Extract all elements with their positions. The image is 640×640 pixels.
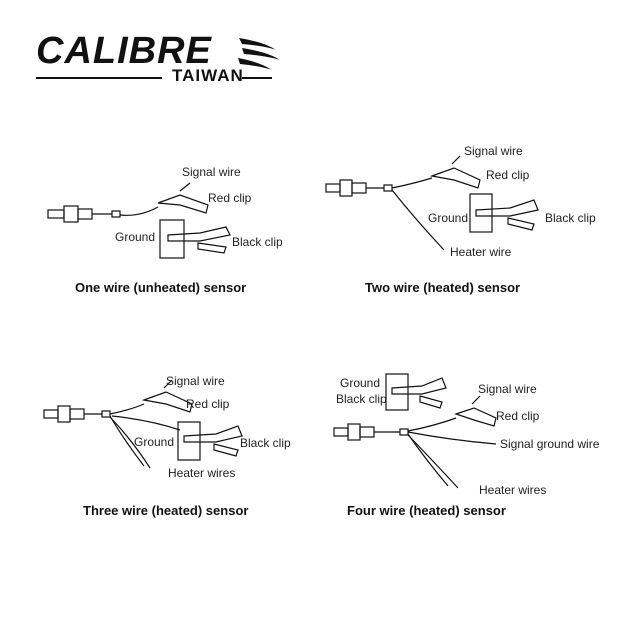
- label-red-clip: Red clip: [208, 191, 252, 205]
- label-signal-ground-wire: Signal ground wire: [500, 437, 600, 451]
- black-clip-icon: [475, 199, 539, 231]
- caption: One wire (unheated) sensor: [75, 280, 247, 295]
- label-black-clip: Black clip: [240, 436, 291, 450]
- ground-wire-line: [111, 415, 181, 431]
- red-clip-icon: [429, 155, 481, 189]
- signal-wire-line: [109, 403, 145, 415]
- four-wire-diagram: [333, 373, 497, 489]
- red-clip-icon: [141, 379, 193, 413]
- red-clip-icon: [157, 182, 209, 214]
- heater-wire-b: [407, 434, 459, 489]
- label-red-clip: Red clip: [496, 409, 540, 423]
- heater-wire-line: [391, 189, 445, 251]
- label-signal-wire: Signal wire: [182, 165, 241, 179]
- ground-plate: [177, 421, 201, 461]
- red-clip-icon: [454, 395, 497, 427]
- sensor-icon: [43, 405, 111, 423]
- caption: Four wire (heated) sensor: [347, 503, 506, 518]
- black-clip-icon: [183, 425, 243, 457]
- panel-two-wire: Signal wire Red clip Ground Black clip H…: [320, 140, 620, 295]
- caption: Three wire (heated) sensor: [83, 503, 249, 518]
- label-ground: Ground: [428, 211, 469, 225]
- three-wire-diagram: [43, 379, 243, 469]
- sensor-icon: [47, 205, 121, 223]
- label-ground: Ground: [134, 435, 175, 449]
- two-wire-diagram: [325, 155, 539, 251]
- ground-plate: [385, 373, 409, 411]
- label-heater-wire: Heater wire: [450, 245, 512, 259]
- label-signal-wire: Signal wire: [478, 382, 537, 396]
- one-wire-diagram: [47, 182, 231, 259]
- label-ground: Ground: [115, 230, 156, 244]
- logo-subtitle: TAIWAN: [172, 66, 244, 85]
- calibre-logo: CALIBRE TAIWAN: [34, 28, 284, 94]
- label-red-clip: Red clip: [486, 168, 530, 182]
- label-black-clip: Black clip: [336, 392, 387, 406]
- label-heater-wires: Heater wires: [479, 483, 547, 497]
- logo-swoosh-icon: [238, 38, 280, 70]
- logo-wordmark: CALIBRE: [36, 30, 212, 72]
- label-black-clip: Black clip: [232, 235, 283, 249]
- sensor-icon: [325, 179, 393, 197]
- label-ground: Ground: [340, 376, 381, 390]
- sensor-icon: [333, 423, 409, 441]
- label-heater-wires: Heater wires: [168, 466, 236, 480]
- signal-wire-line: [119, 206, 159, 216]
- panel-one-wire: Signal wire Red clip Ground Black clip O…: [40, 155, 340, 295]
- signal-wire-line: [391, 177, 433, 189]
- caption: Two wire (heated) sensor: [365, 280, 521, 295]
- label-signal-wire: Signal wire: [464, 144, 523, 158]
- label-signal-wire: Signal wire: [166, 374, 225, 388]
- ground-plate: [159, 219, 185, 259]
- label-red-clip: Red clip: [186, 397, 230, 411]
- label-black-clip: Black clip: [545, 211, 596, 225]
- panel-four-wire: Ground Black clip Signal wire Red clip S…: [330, 370, 630, 518]
- logo-rule-left: [36, 77, 162, 79]
- signal-ground-wire-line: [407, 431, 497, 445]
- panel-three-wire: Signal wire Red clip Ground Black clip H…: [40, 370, 340, 518]
- black-clip-icon: [391, 377, 447, 409]
- ground-plate: [469, 193, 493, 233]
- signal-wire-line: [407, 417, 457, 432]
- logo-rule-right: [242, 77, 272, 79]
- black-clip-icon: [167, 226, 231, 254]
- heater-wire-b: [109, 416, 151, 469]
